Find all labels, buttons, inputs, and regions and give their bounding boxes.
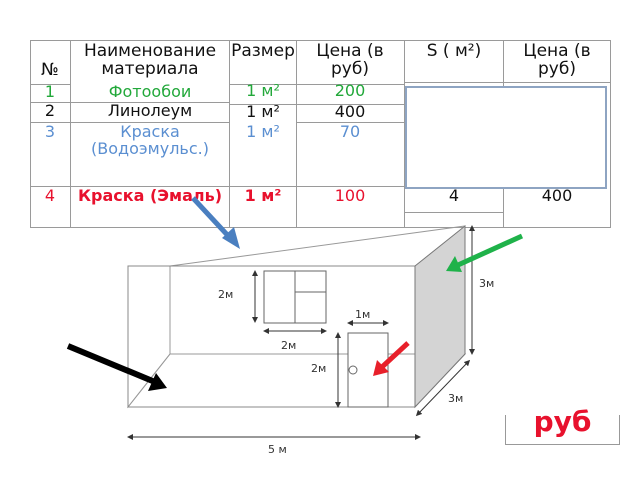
header-total: Цена (в руб) xyxy=(523,41,591,79)
row3-num: 3 xyxy=(44,122,56,141)
row1-name: Фотообои xyxy=(108,82,192,101)
row-line xyxy=(229,186,296,187)
row-line xyxy=(296,104,404,105)
row3-name: Краска (Водоэмульс.) xyxy=(91,122,209,158)
row-line xyxy=(296,84,404,85)
result-unit: руб xyxy=(533,405,592,438)
row-line xyxy=(229,104,296,105)
room-length-label: 5 м xyxy=(268,443,287,456)
row1-num: 1 xyxy=(44,82,56,101)
row-line xyxy=(404,82,610,83)
row-line xyxy=(30,102,70,103)
col-line xyxy=(70,40,71,228)
row4-size: 1 м² xyxy=(244,186,282,205)
row-line xyxy=(296,186,404,187)
header-price: Цена (в руб) xyxy=(316,41,384,79)
row-line xyxy=(70,186,229,187)
floor xyxy=(126,353,467,408)
row-line xyxy=(229,84,296,85)
door-height-label: 2м xyxy=(311,362,326,375)
row2-name: Линолеум xyxy=(107,101,193,120)
door-handle xyxy=(348,365,358,375)
room-depth-label: 3м xyxy=(448,392,463,405)
header-area: S ( м²) xyxy=(426,41,482,61)
table-border-top xyxy=(30,40,610,41)
result-box xyxy=(505,415,620,445)
col-line xyxy=(296,40,297,228)
room-depth-dim xyxy=(415,359,471,417)
red-arrow xyxy=(373,341,410,376)
row4-num: 4 xyxy=(44,186,56,205)
table-border-right xyxy=(610,40,611,228)
row-line xyxy=(30,186,70,187)
black-arrow xyxy=(66,343,167,391)
green-arrow xyxy=(446,233,524,272)
blue-arrow xyxy=(191,196,240,249)
table-border-bottom xyxy=(30,227,610,228)
row2-price: 400 xyxy=(334,102,366,121)
header-name: Наименование материала xyxy=(83,41,217,79)
header-size: Размер xyxy=(231,41,295,61)
row2-size: 1 м² xyxy=(246,102,280,121)
row4-name: Краска (Эмаль) xyxy=(77,186,223,205)
row4-area: 4 xyxy=(448,186,460,205)
right-wall xyxy=(414,224,466,409)
row1-price: 200 xyxy=(334,81,366,100)
table-border-left xyxy=(30,40,31,228)
row-line xyxy=(30,84,70,85)
row-line xyxy=(30,122,70,123)
answer-overlay-box xyxy=(405,86,607,189)
row-line xyxy=(70,102,229,103)
window-width-label: 2м xyxy=(281,339,296,352)
row3-price: 70 xyxy=(339,122,361,141)
row-line xyxy=(296,122,404,123)
row4-price: 100 xyxy=(334,186,366,205)
door-width-label: 1м xyxy=(355,308,370,321)
row3-size: 1 м² xyxy=(246,122,280,141)
row-line xyxy=(404,212,504,213)
col-line xyxy=(229,40,230,228)
header-num: № xyxy=(41,60,59,80)
row4-total: 400 xyxy=(541,186,573,205)
row1-size: 1 м² xyxy=(246,81,280,100)
room-height-label: 3м xyxy=(479,277,494,290)
col-line xyxy=(404,40,405,228)
window-height-label: 2м xyxy=(218,288,233,301)
row-line xyxy=(70,122,229,123)
row2-num: 2 xyxy=(44,101,56,120)
